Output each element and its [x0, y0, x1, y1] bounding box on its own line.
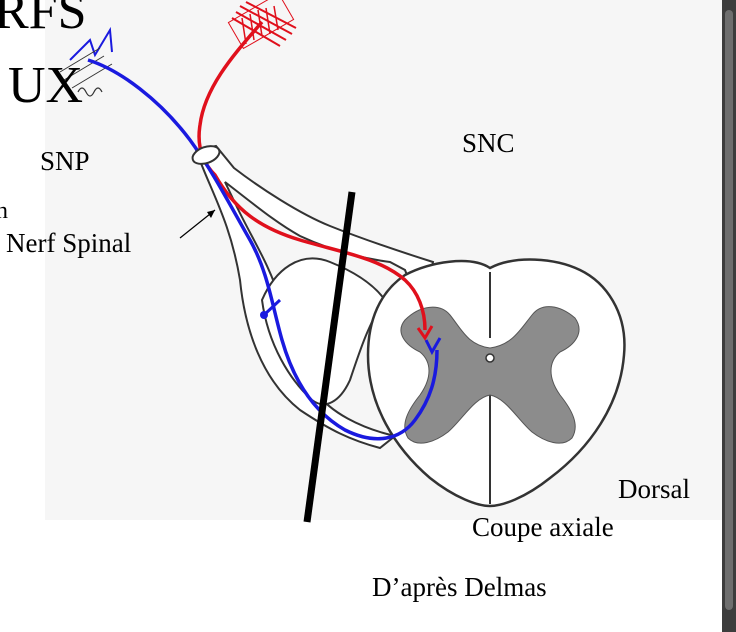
sensory-terminal	[416, 325, 434, 341]
collateral-knob	[260, 311, 268, 319]
nerf-spinal-label: Nerf Spinal	[6, 228, 132, 258]
title-fragment-bottom: UX	[8, 57, 84, 114]
motor-path	[87, 58, 439, 441]
snc-label: SNC	[462, 128, 515, 158]
sensory-path	[197, 20, 427, 331]
nerf-spinal-arrowhead	[207, 210, 215, 218]
snp-snc-divider	[303, 191, 356, 523]
motor-ending	[59, 26, 113, 97]
credit-label: D’après Delmas	[372, 572, 547, 602]
nerve-opening	[191, 145, 221, 165]
collateral-branch	[263, 298, 282, 316]
stray-fragment: n	[0, 198, 8, 224]
central-canal	[485, 353, 495, 363]
scrollbar-thumb[interactable]	[725, 10, 733, 610]
grey-matter	[400, 306, 580, 444]
motor-terminal	[424, 337, 442, 356]
title-fragment-top: RFS	[0, 0, 87, 40]
snp-label: SNP	[40, 146, 90, 176]
dorsal-label: Dorsal	[618, 474, 690, 504]
coupe-axiale-label: Coupe axiale	[472, 512, 614, 542]
nerve-outline	[194, 144, 435, 450]
vertical-scrollbar[interactable]	[722, 0, 736, 632]
